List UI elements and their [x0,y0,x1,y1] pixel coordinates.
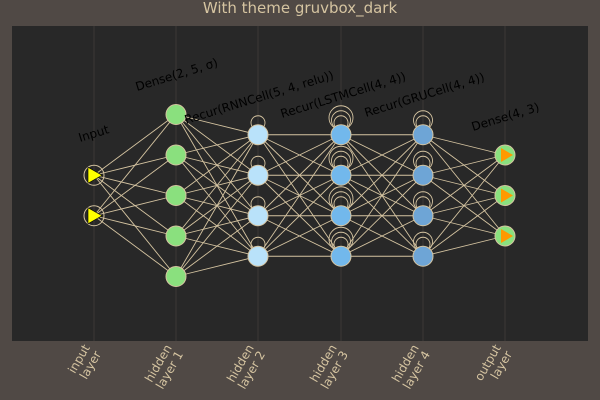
node-hidden2-3 [247,245,269,267]
node-hidden3-3 [330,245,352,267]
node-hidden4-3 [412,245,434,267]
edge-hidden4-1-output-0 [422,154,506,176]
edge-hidden4-3-output-1 [422,195,506,257]
edge-hidden4-3-output-0 [422,154,506,257]
edge-hidden3-2-hidden4-0 [340,134,424,217]
node-hidden1-0 [165,104,187,125]
edge-hidden4-2-output-0 [422,154,506,217]
edge-hidden1-4-hidden2-1 [175,174,259,277]
node-hidden4-2 [412,205,434,227]
edges-group [93,114,506,277]
edge-hidden1-1-hidden2-0 [175,134,259,156]
output-arrow-icon-0 [501,148,513,162]
input-arrow-icon-1 [87,207,103,225]
node-hidden1-4 [165,266,187,287]
edge-hidden4-0-output-0 [422,134,506,156]
edge-input-1-hidden1-1 [93,154,177,217]
edge-hidden2-3-hidden3-1 [257,174,342,257]
node-hidden2-1 [247,164,269,186]
node-hidden4-1 [412,164,434,186]
edge-hidden1-0-hidden2-0 [175,114,259,136]
edge-hidden1-4-hidden2-0 [175,134,259,277]
edge-hidden4-3-output-2 [422,235,506,257]
plot-area [12,26,588,341]
node-hidden3-2 [330,205,352,227]
edge-hidden2-3-hidden3-2 [257,215,342,257]
node-hidden1-1 [165,144,187,166]
node-hidden2-2 [247,205,269,227]
edge-hidden2-1-hidden3-0 [257,134,342,176]
edge-hidden1-4-hidden2-3 [175,255,259,277]
edge-hidden3-1-hidden4-0 [340,134,424,176]
output-arrow-icon-1 [501,188,513,203]
node-hidden4-0 [412,124,434,146]
chart-title: With theme gruvbox_dark [203,0,398,18]
edge-hidden3-3-hidden4-0 [340,134,424,257]
edge-hidden3-3-hidden4-1 [340,174,424,257]
edge-hidden2-3-hidden3-0 [257,134,342,257]
edge-input-1-hidden1-3 [93,215,177,237]
nodes-group [83,104,516,287]
output-arrow-icon-2 [501,229,513,243]
edge-hidden1-4-hidden2-2 [175,215,259,277]
edge-input-0-hidden1-0 [93,114,177,176]
node-hidden1-2 [165,185,187,206]
edge-hidden3-3-hidden4-2 [340,215,424,257]
edge-input-1-hidden1-2 [93,195,177,217]
input-arrow-icon-0 [87,166,103,184]
node-hidden3-0 [330,124,352,146]
node-hidden2-0 [247,124,269,146]
node-hidden1-3 [165,225,187,247]
edge-input-1-hidden1-4 [93,215,177,277]
edge-input-1-hidden1-0 [93,114,177,217]
edge-hidden1-2-hidden2-0 [175,134,259,196]
edge-hidden1-3-hidden2-0 [175,134,259,237]
node-input-1 [83,205,105,227]
edge-hidden2-2-hidden3-0 [257,134,342,217]
node-hidden3-1 [330,164,352,186]
node-input-0 [83,164,105,186]
